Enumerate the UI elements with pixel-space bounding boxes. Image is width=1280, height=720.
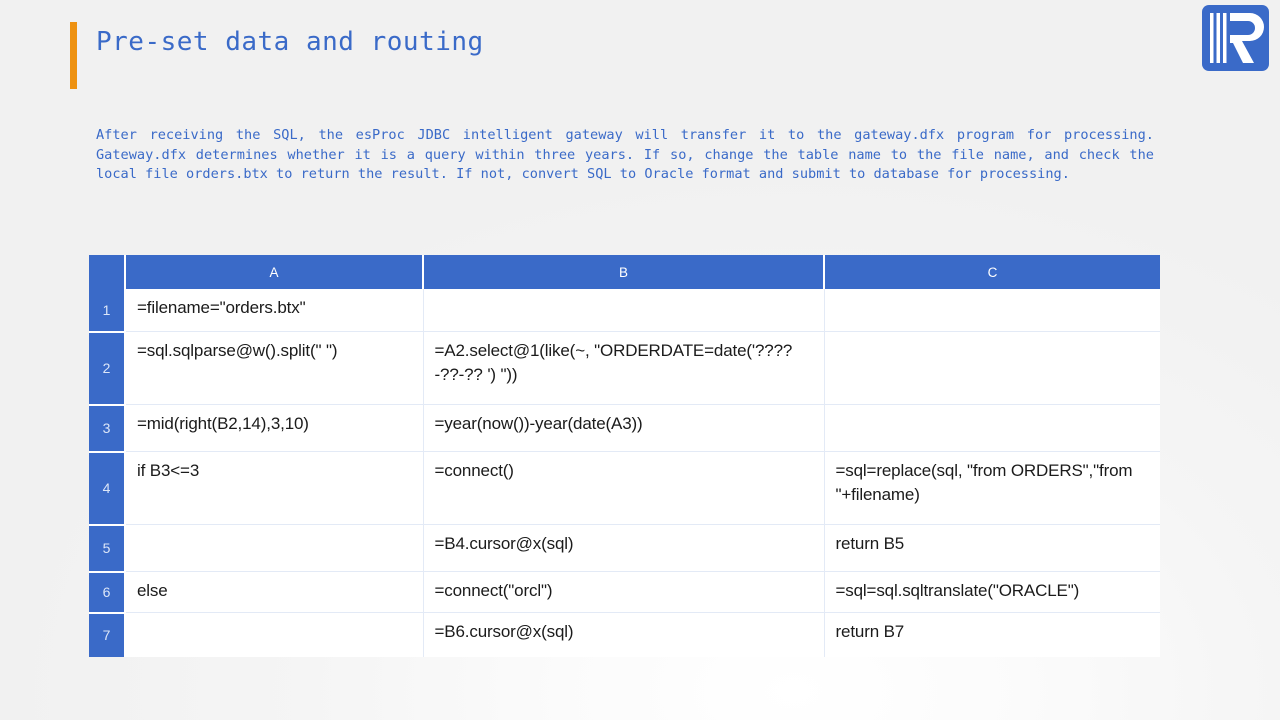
cell-b4[interactable]: =connect() — [423, 451, 825, 525]
cell-c6[interactable]: =sql=sql.sqltranslate("ORACLE") — [824, 571, 1160, 613]
spreadsheet-grid: A B C 1 =filename="orders.btx" 2 =sql.sq… — [89, 255, 1160, 657]
cell-c1[interactable] — [824, 289, 1160, 332]
page-title: Pre-set data and routing — [96, 27, 484, 57]
cell-a4[interactable]: if B3<=3 — [125, 451, 424, 525]
cell-c4[interactable]: =sql=replace(sql, "from ORDERS","from "+… — [824, 451, 1160, 525]
cell-b1[interactable] — [423, 289, 825, 332]
cell-a6[interactable]: else — [125, 571, 424, 613]
table-row: 6 else =connect("orcl") =sql=sql.sqltran… — [89, 571, 1160, 614]
cell-b5[interactable]: =B4.cursor@x(sql) — [423, 524, 825, 572]
cell-a7[interactable] — [125, 612, 424, 657]
row-header-4: 4 — [89, 451, 126, 526]
title-accent-bar — [70, 22, 77, 89]
row-header-5: 5 — [89, 524, 126, 573]
table-row: 7 =B6.cursor@x(sql) return B7 — [89, 612, 1160, 657]
cell-c7[interactable]: return B7 — [824, 612, 1160, 657]
cell-c3[interactable] — [824, 404, 1160, 452]
cell-a1[interactable]: =filename="orders.btx" — [125, 289, 424, 332]
table-row: 2 =sql.sqlparse@w().split(" ") =A2.selec… — [89, 331, 1160, 406]
cell-c5[interactable]: return B5 — [824, 524, 1160, 572]
cell-b3[interactable]: =year(now())-year(date(A3)) — [423, 404, 825, 452]
table-row: 3 =mid(right(B2,14),3,10) =year(now())-y… — [89, 404, 1160, 453]
row-header-1: 1 — [89, 289, 126, 333]
row-header-6: 6 — [89, 571, 126, 614]
row-header-2: 2 — [89, 331, 126, 406]
cell-b6[interactable]: =connect("orcl") — [423, 571, 825, 613]
cell-a5[interactable] — [125, 524, 424, 572]
cell-b2[interactable]: =A2.select@1(like(~, "ORDERDATE=date('??… — [423, 331, 825, 405]
cell-a3[interactable]: =mid(right(B2,14),3,10) — [125, 404, 424, 452]
table-row: 1 =filename="orders.btx" — [89, 289, 1160, 333]
cell-b7[interactable]: =B6.cursor@x(sql) — [423, 612, 825, 657]
raqsoft-logo — [1202, 5, 1269, 71]
grid-corner-header — [89, 255, 126, 289]
column-header-b: B — [423, 255, 825, 289]
grid-header-row: A B C — [89, 255, 1160, 289]
cell-c2[interactable] — [824, 331, 1160, 405]
column-header-c: C — [824, 255, 1160, 289]
table-row: 5 =B4.cursor@x(sql) return B5 — [89, 524, 1160, 573]
body-paragraph: After receiving the SQL, the esProc JDBC… — [96, 127, 1163, 183]
cell-a2[interactable]: =sql.sqlparse@w().split(" ") — [125, 331, 424, 405]
table-row: 4 if B3<=3 =connect() =sql=replace(sql, … — [89, 451, 1160, 526]
row-header-3: 3 — [89, 404, 126, 453]
row-header-7: 7 — [89, 612, 126, 657]
column-header-a: A — [125, 255, 424, 289]
